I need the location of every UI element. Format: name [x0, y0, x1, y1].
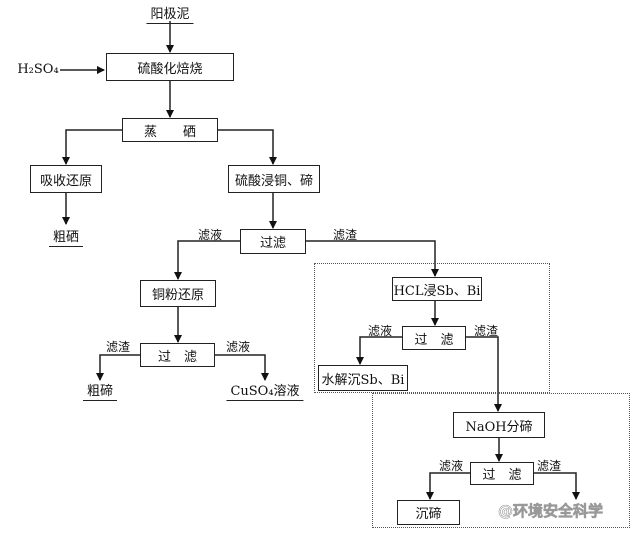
product-crude-se: 粗硒 [48, 226, 84, 247]
step-filter-2: 过 滤 [140, 343, 215, 367]
step-hcl-leach: HCL浸Sb、Bi [392, 277, 482, 301]
group-te [372, 393, 630, 528]
step-distill-se: 蒸 硒 [122, 118, 218, 142]
reagent-h2so4: H₂SO₄ [17, 62, 59, 77]
step-filter-4: 过 滤 [470, 462, 534, 485]
label-residue: 滤渣 [332, 228, 358, 242]
step-naoh: NaOH分碲 [453, 412, 545, 438]
step-filter-1: 过滤 [240, 229, 306, 254]
step-precip-te: 沉碲 [397, 500, 460, 525]
step-leach-cu-te: 硫酸浸铜、碲 [228, 165, 320, 193]
step-hydrolysis: 水解沉Sb、Bi [318, 365, 408, 391]
label-filtrate: 滤液 [438, 459, 464, 473]
product-crude-te: 粗碲 [82, 380, 118, 401]
step-roast: 硫酸化焙烧 [106, 53, 234, 81]
label-residue: 滤渣 [105, 340, 131, 354]
label-filtrate: 滤液 [367, 324, 393, 338]
label-filtrate: 滤液 [225, 340, 251, 354]
step-absorb-reduce: 吸收还原 [30, 165, 102, 193]
group-sb-bi [314, 263, 550, 393]
label-filtrate: 滤液 [197, 228, 223, 242]
input-anode-slime: 阳极泥 [146, 3, 194, 24]
label-residue: 滤渣 [473, 324, 499, 338]
watermark: @环境安全科学 [498, 502, 604, 521]
product-cuso4: CuSO₄溶液 [226, 380, 304, 401]
step-cu-powder-reduce: 铜粉还原 [140, 280, 216, 307]
step-filter-3: 过 滤 [402, 326, 466, 350]
label-residue: 滤渣 [536, 459, 562, 473]
